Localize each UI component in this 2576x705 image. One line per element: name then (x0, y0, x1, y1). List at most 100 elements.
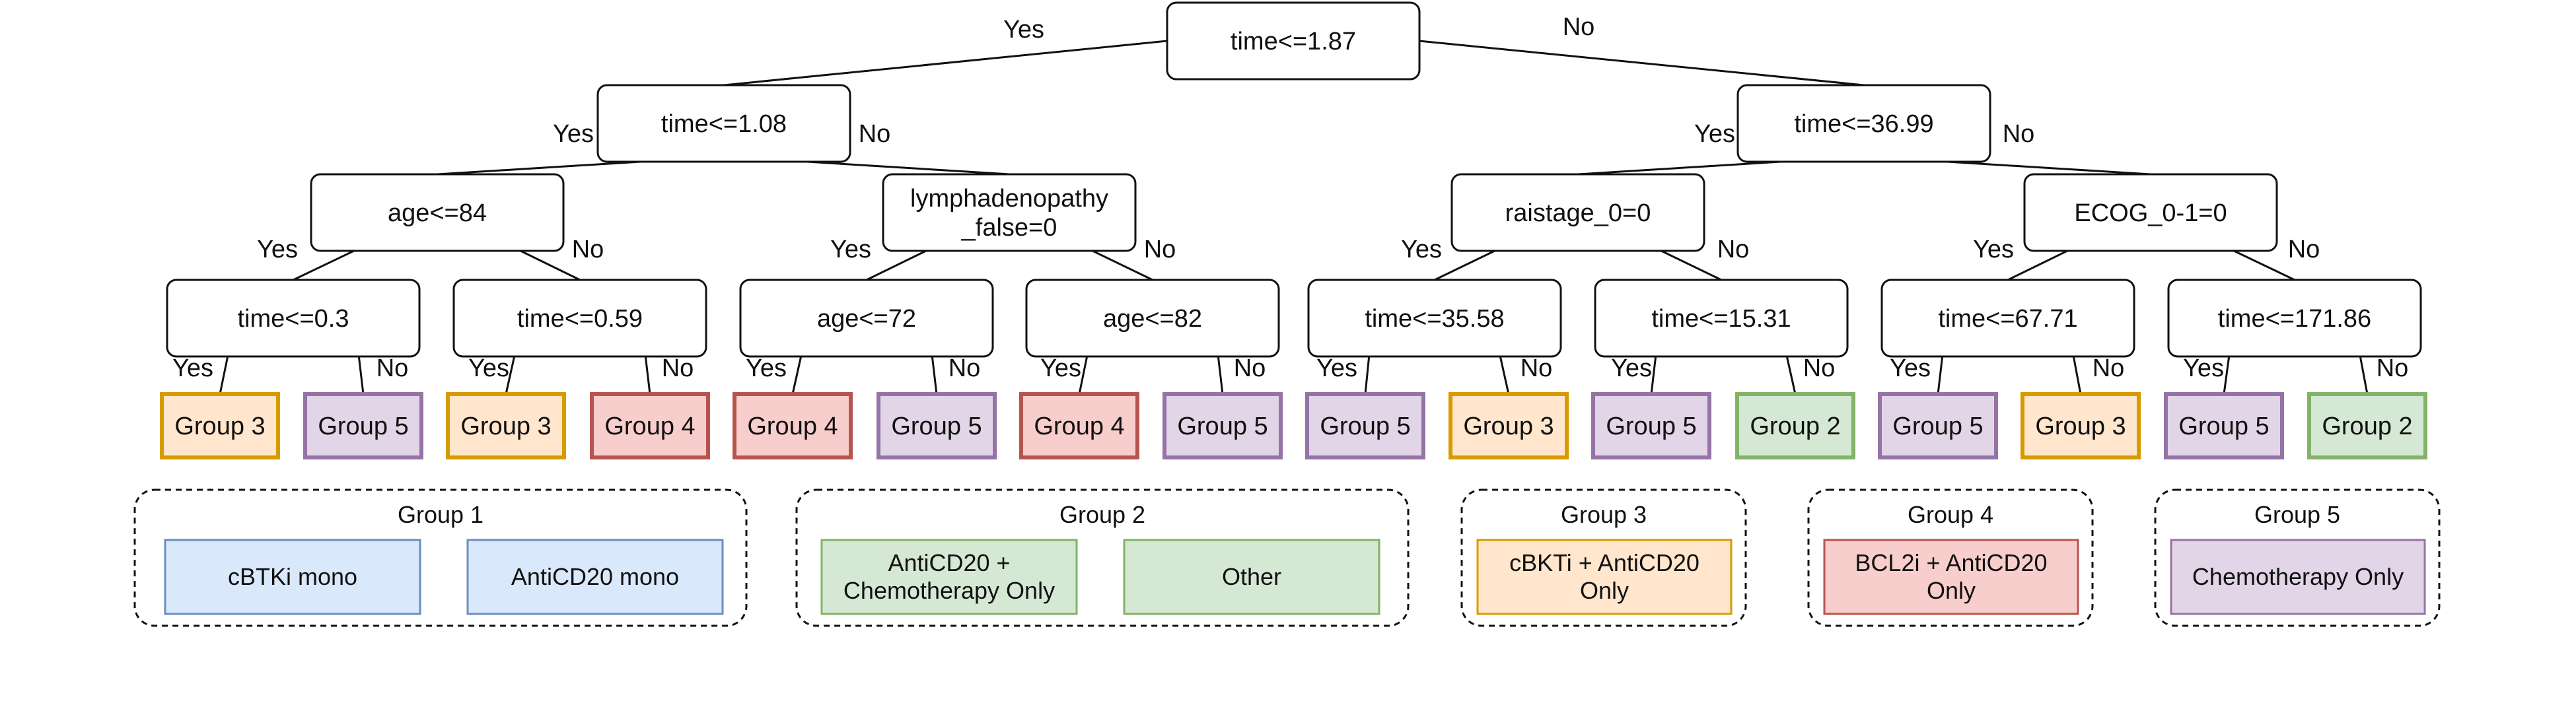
edge-label-yes: Yes (1973, 236, 2014, 263)
leaf-label: Group 4 (747, 413, 838, 440)
leaf-group-5: Group 5 (877, 392, 997, 459)
leaf-box (1163, 392, 1283, 459)
node-box (1594, 279, 1849, 358)
legend-item-label: AntiCD20 mono (511, 563, 679, 590)
edge-n2-n4 (437, 160, 641, 176)
edge-label-yes: Yes (746, 354, 787, 382)
edge-label-no: No (948, 354, 981, 382)
node-label: lymphadenopathy (910, 185, 1108, 213)
edge-n12-leaf-9 (1499, 356, 1510, 395)
legend-item-box (1476, 539, 1733, 615)
decision-node-n9: time<=0.59 (452, 279, 707, 358)
legend-box (133, 488, 748, 627)
edge-label-no: No (2093, 354, 2125, 382)
leaf-label: Group 4 (604, 413, 695, 440)
legend-item-label: BCL2i + AntiCD20 (1855, 549, 2047, 576)
edge-n15-leaf-15 (2359, 356, 2369, 395)
leaf-group-5: Group 5 (1591, 392, 1711, 459)
decision-node-n13: time<=15.31 (1594, 279, 1849, 358)
edge-label-no: No (1563, 13, 1595, 41)
leaf-box (2021, 392, 2141, 459)
leaf-group-4: Group 4 (1019, 392, 1139, 459)
node-box (1025, 279, 1280, 358)
leaf-box (2307, 392, 2427, 459)
node-label: time<=0.3 (238, 305, 349, 333)
node-box (310, 173, 565, 252)
edge-n13-leaf-11 (1785, 356, 1797, 395)
legend-box (2154, 488, 2441, 627)
leaf-box (590, 392, 710, 459)
legend-item-label: AntiCD20 + (888, 549, 1010, 576)
node-label: time<=0.59 (517, 305, 643, 333)
leaf-group-2: Group 2 (2307, 392, 2427, 459)
leaf-label: Group 3 (460, 413, 551, 440)
legend-title: Group 5 (2254, 501, 2340, 528)
legend-title: Group 2 (1059, 501, 1145, 528)
leaf-group-4: Group 4 (733, 392, 853, 459)
legend-item-label: Other (1222, 563, 1281, 590)
leaf-group-5: Group 5 (1305, 392, 1425, 459)
edge-label-no: No (662, 354, 694, 382)
legend-item-label: Chemotherapy Only (843, 577, 1055, 604)
node-box (452, 279, 707, 358)
leaf-group-5: Group 5 (1163, 392, 1283, 459)
leaf-group-3: Group 3 (1449, 392, 1569, 459)
decision-node-n10: age<=72 (739, 279, 994, 358)
decision-node-n3: time<=36.99 (1736, 84, 1991, 163)
leaf-label: Group 4 (1034, 413, 1124, 440)
leaf-label: Group 5 (1606, 413, 1696, 440)
edge-n1-n3 (1419, 40, 1865, 86)
edge-n10-leaf-5 (931, 356, 938, 395)
node-label: age<=72 (817, 305, 916, 333)
node-box (1736, 84, 1991, 163)
edge-label-yes: Yes (1316, 354, 1357, 382)
node-label: time<=171.86 (2218, 305, 2371, 333)
leaf-box (2164, 392, 2284, 459)
leaf-box (1019, 392, 1139, 459)
edge-n9-leaf-3 (644, 356, 651, 395)
edge-n10-leaf-4 (791, 356, 803, 395)
node-box (2023, 173, 2278, 252)
node-box (166, 279, 421, 358)
tree-leaves: Group 3 Group 5 Group 3 Group 4 Group 4 Group… (160, 392, 2427, 459)
legend-item-box (1823, 539, 2079, 615)
leaf-label: Group 5 (2178, 413, 2269, 440)
decision-node-n2: time<=1.08 (596, 84, 851, 163)
edge-label-no: No (1521, 354, 1553, 382)
edge-n11-leaf-7 (1217, 356, 1224, 395)
decision-node-n7: ECOG_0-1=0 (2023, 173, 2278, 252)
edge-n6-n13 (1661, 250, 1722, 281)
node-box (882, 173, 1137, 252)
decision-node-n4: age<=84 (310, 173, 565, 252)
edge-label-yes: Yes (1003, 16, 1044, 44)
edge-label-yes: Yes (257, 236, 298, 263)
edge-label-no: No (572, 236, 604, 263)
edge-label-yes: Yes (1401, 236, 1442, 263)
leaf-group-3: Group 3 (160, 392, 280, 459)
leaf-label: Group 5 (1320, 413, 1410, 440)
decision-node-n5: lymphadenopathy_false=0 (882, 173, 1137, 252)
edge-label-yes: Yes (468, 354, 509, 382)
leaf-label: Group 2 (1750, 413, 1840, 440)
legend-title: Group 1 (398, 501, 483, 528)
legend-item-box (820, 539, 1078, 615)
decision-node-n14: time<=67.71 (1880, 279, 2135, 358)
edge-label-yes: Yes (553, 120, 594, 148)
leaf-label: Group 5 (891, 413, 982, 440)
edge-n14-leaf-12 (1937, 356, 1944, 395)
leaf-label: Group 3 (1463, 413, 1554, 440)
decision-node-n12: time<=35.58 (1307, 279, 1562, 358)
leaf-group-4: Group 4 (590, 392, 710, 459)
legend-box (795, 488, 1410, 627)
edge-n11-leaf-6 (1078, 356, 1089, 395)
node-label: time<=1.87 (1231, 28, 1356, 55)
edge-label-yes: Yes (1040, 354, 1081, 382)
decision-node-n1: time<=1.87 (1166, 1, 1421, 81)
decision-node-n15: time<=171.86 (2167, 279, 2422, 358)
edge-n6-n12 (1434, 250, 1495, 281)
node-box (2167, 279, 2422, 358)
edge-n5-n11 (1092, 250, 1153, 281)
node-label: time<=35.58 (1365, 305, 1504, 333)
